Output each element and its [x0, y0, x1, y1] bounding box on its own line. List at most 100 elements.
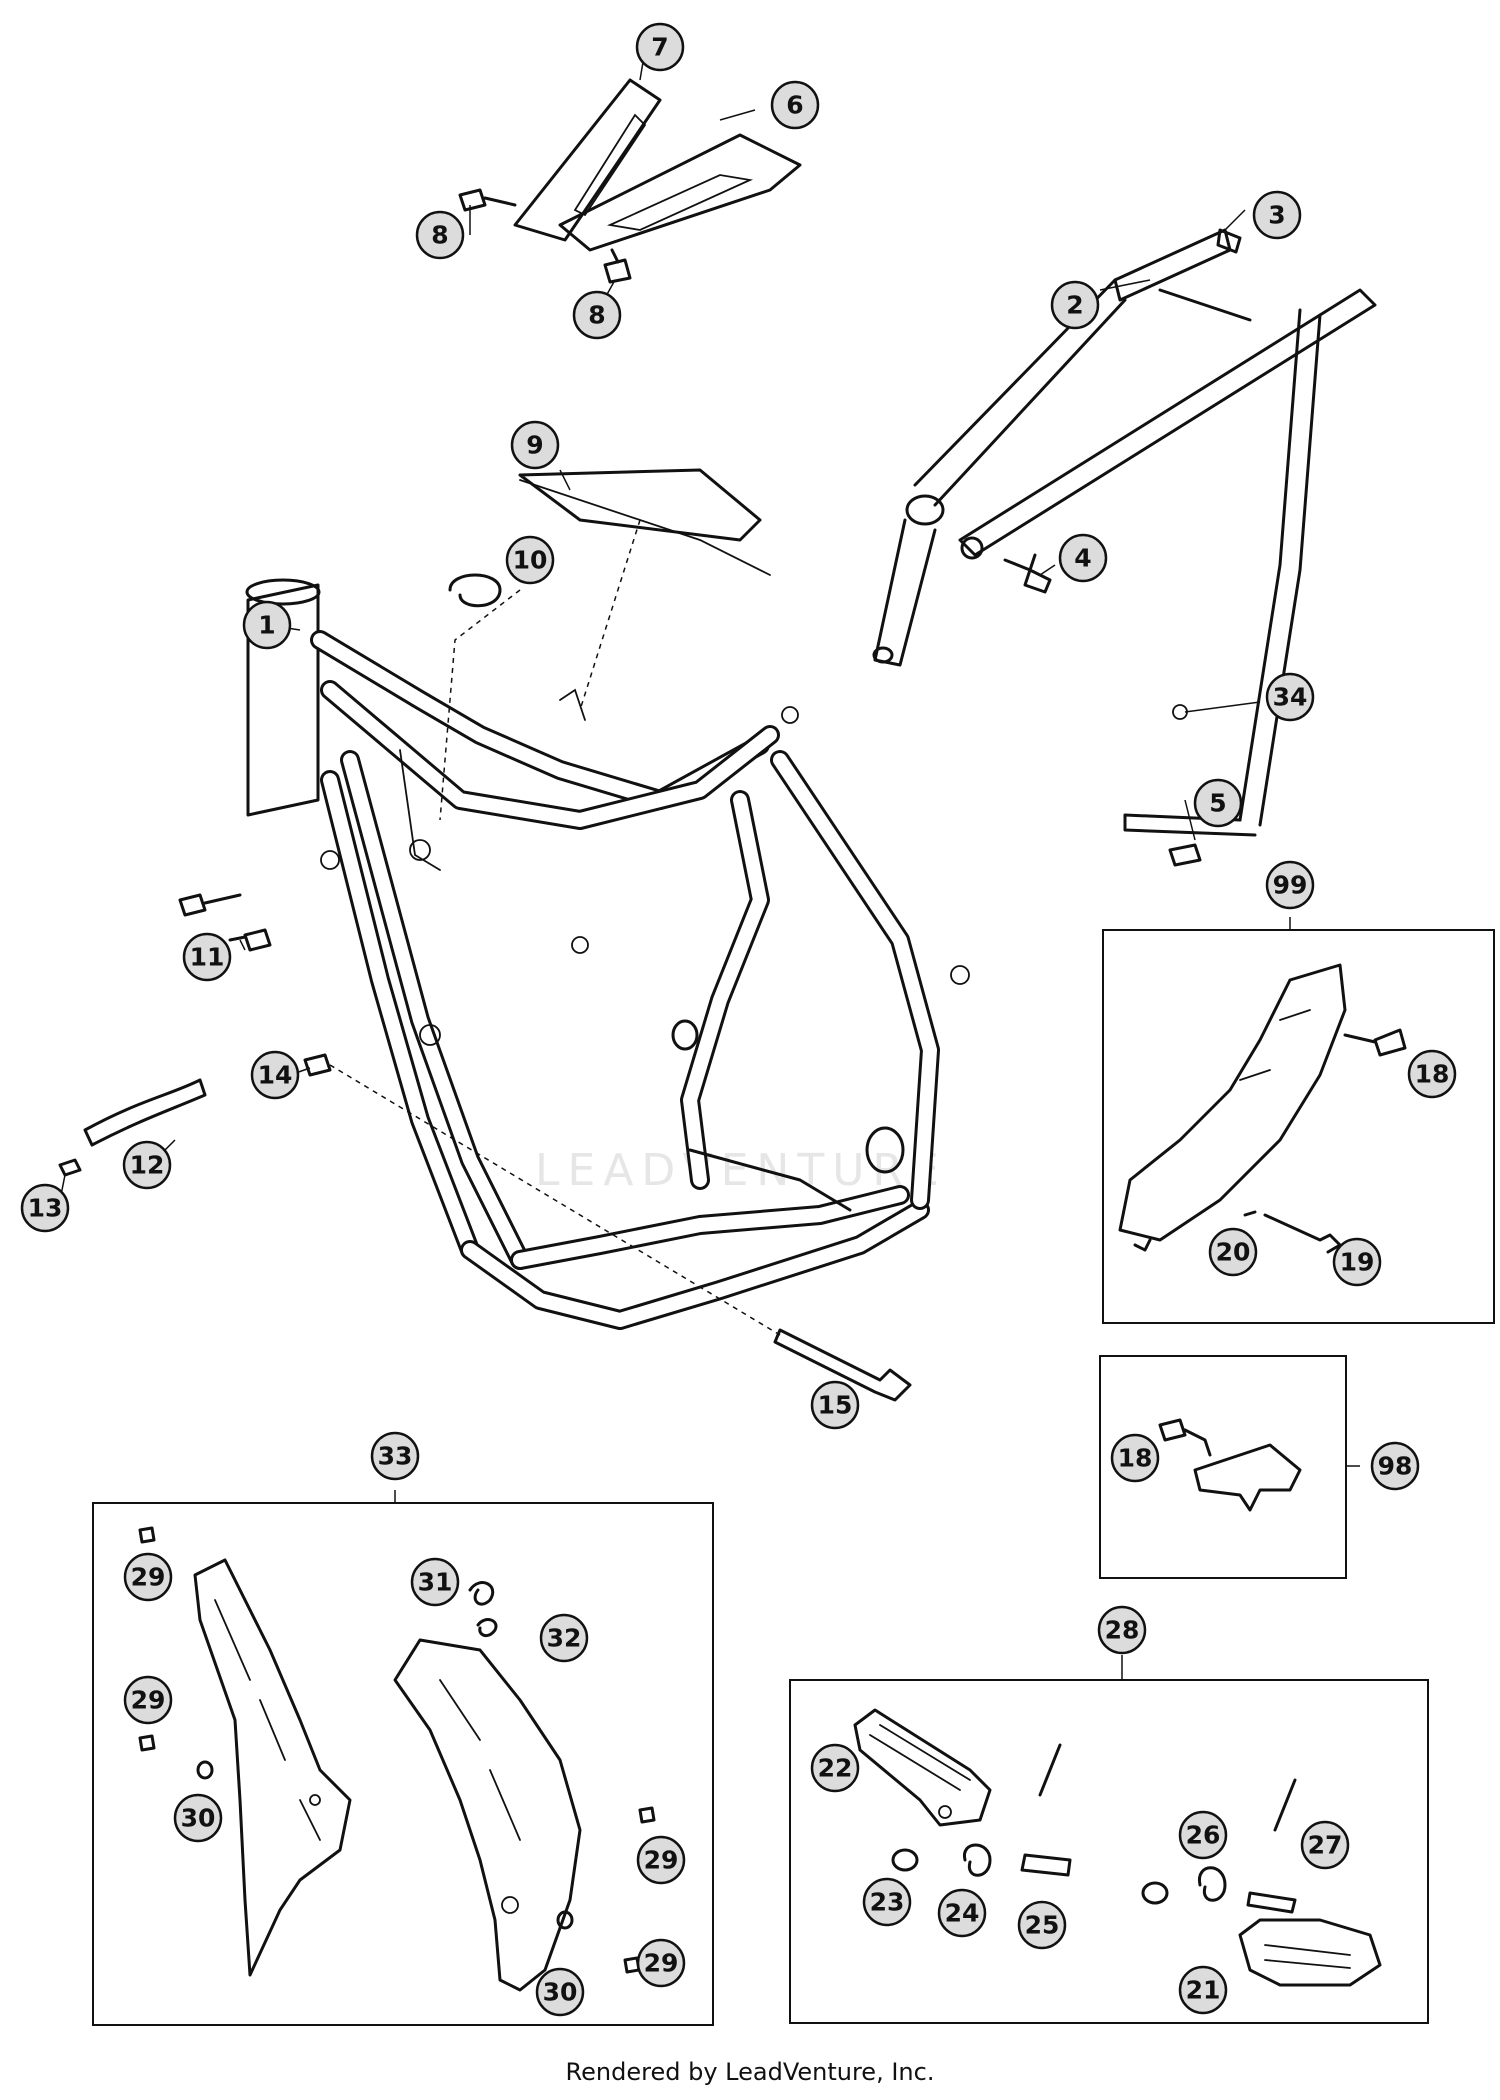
callout-circle — [1265, 860, 1315, 910]
callout-c99[interactable]: 99 — [1265, 860, 1315, 910]
callout-c29a[interactable]: 29 — [123, 1552, 173, 1602]
callout-circle — [635, 22, 685, 72]
callout-label: 30 — [543, 1978, 578, 2007]
footpeg-21 — [1238, 1918, 1382, 1987]
callout-circle — [1332, 1237, 1382, 1287]
callout-c34[interactable]: 34 — [1265, 672, 1315, 722]
callout-c8a[interactable]: 8 — [415, 210, 465, 260]
callout-c27[interactable]: 27 — [1300, 1820, 1350, 1870]
callout-c13[interactable]: 13 — [20, 1183, 70, 1233]
callout-c28[interactable]: 28 — [1097, 1605, 1147, 1655]
callout-c1[interactable]: 1 — [242, 600, 292, 650]
callout-circle — [937, 1888, 987, 1938]
callout-circle — [415, 210, 465, 260]
callout-c22[interactable]: 22 — [810, 1743, 860, 1793]
callout-c9[interactable]: 9 — [510, 420, 560, 470]
callout-c29d[interactable]: 29 — [636, 1938, 686, 1988]
callout-circle — [1265, 672, 1315, 722]
rear-subframe — [872, 228, 1377, 837]
callout-label: 29 — [131, 1563, 166, 1592]
callout-c2[interactable]: 2 — [1050, 280, 1100, 330]
chain-slider-98 — [1158, 1418, 1302, 1512]
pin-27 — [1273, 1778, 1297, 1832]
spring-26 — [1198, 1866, 1227, 1902]
callout-circle — [173, 1793, 223, 1843]
callout-c30a[interactable]: 30 — [173, 1793, 223, 1843]
group-box-98 — [1099, 1355, 1347, 1579]
nut-30a — [196, 1760, 214, 1780]
footpeg-22 — [853, 1708, 992, 1827]
callout-label: 2 — [1066, 291, 1083, 320]
chain-guide-99 — [1118, 963, 1407, 1254]
callout-label: 15 — [818, 1391, 853, 1420]
group-box-33 — [92, 1502, 714, 2026]
callout-circle — [1178, 1810, 1228, 1860]
callout-label: 23 — [870, 1888, 905, 1917]
callout-c18a[interactable]: 18 — [1407, 1049, 1457, 1099]
callout-c33[interactable]: 33 — [370, 1431, 420, 1481]
callout-c30b[interactable]: 30 — [535, 1967, 585, 2017]
callout-c26[interactable]: 26 — [1178, 1810, 1228, 1860]
clip-10 — [448, 573, 502, 608]
bolt-4 — [1003, 553, 1052, 594]
callout-c15[interactable]: 15 — [810, 1380, 860, 1430]
callout-label: 32 — [547, 1624, 582, 1653]
clip-32 — [476, 1618, 498, 1638]
callout-circle — [123, 1552, 173, 1602]
callout-circle — [1110, 1433, 1160, 1483]
callout-circle — [1208, 1227, 1258, 1277]
callout-label: 11 — [190, 943, 225, 972]
callout-c24[interactable]: 24 — [937, 1888, 987, 1938]
pin — [1246, 1891, 1297, 1914]
washer — [1141, 1881, 1169, 1905]
frame-guard-left — [193, 1558, 352, 1977]
callout-c18b[interactable]: 18 — [1110, 1433, 1160, 1483]
callout-circle — [20, 1183, 70, 1233]
pin-25 — [1020, 1853, 1072, 1877]
callout-c11[interactable]: 11 — [182, 932, 232, 982]
callout-circle — [1178, 1965, 1228, 2015]
callout-circle — [770, 80, 820, 130]
spring-24 — [963, 1843, 992, 1877]
callout-label: 4 — [1074, 544, 1091, 573]
watermark-text: LEADVENTURE — [535, 1145, 947, 1196]
callout-circle — [1097, 1605, 1147, 1655]
callout-c25[interactable]: 25 — [1017, 1900, 1067, 1950]
callout-c19[interactable]: 19 — [1332, 1237, 1382, 1287]
callout-label: 27 — [1308, 1831, 1343, 1860]
callout-label: 3 — [1268, 201, 1285, 230]
callout-label: 31 — [418, 1568, 453, 1597]
callout-circle — [862, 1877, 912, 1927]
callout-c14[interactable]: 14 — [250, 1050, 300, 1100]
callout-circle — [1058, 533, 1108, 583]
callout-label: 8 — [588, 301, 605, 330]
callout-c21[interactable]: 21 — [1178, 1965, 1228, 2015]
callout-c8b[interactable]: 8 — [572, 290, 622, 340]
group-box-99 — [1102, 929, 1495, 1324]
callout-c20[interactable]: 20 — [1208, 1227, 1258, 1277]
callout-label: 20 — [1216, 1238, 1251, 1267]
callout-c12[interactable]: 12 — [122, 1140, 172, 1190]
callout-c29b[interactable]: 29 — [123, 1675, 173, 1725]
callout-c7[interactable]: 7 — [635, 22, 685, 72]
callout-c5[interactable]: 5 — [1193, 778, 1243, 828]
screw-29b — [138, 1734, 156, 1752]
callout-c32[interactable]: 32 — [539, 1613, 589, 1663]
callout-c31[interactable]: 31 — [410, 1557, 460, 1607]
callout-label: 9 — [526, 431, 543, 460]
callout-c23[interactable]: 23 — [862, 1877, 912, 1927]
part-9 — [518, 468, 771, 576]
callout-circle — [1252, 190, 1302, 240]
bolt-15 — [773, 1328, 912, 1402]
callout-c29c[interactable]: 29 — [636, 1835, 686, 1885]
callout-circle — [1050, 280, 1100, 330]
callout-c10[interactable]: 10 — [505, 535, 555, 585]
callout-c6[interactable]: 6 — [770, 80, 820, 130]
callout-c4[interactable]: 4 — [1058, 533, 1108, 583]
callout-c98[interactable]: 98 — [1370, 1441, 1420, 1491]
callout-label: 14 — [258, 1061, 293, 1090]
clip-31 — [468, 1581, 494, 1606]
callout-c3[interactable]: 3 — [1252, 190, 1302, 240]
footer-credit: Rendered by LeadVenture, Inc. — [565, 2058, 935, 2086]
nut-30b — [556, 1910, 574, 1930]
